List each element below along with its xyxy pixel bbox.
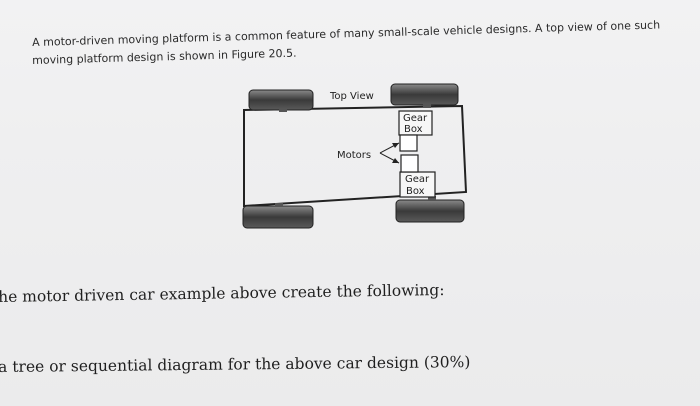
axle-bottom-right — [428, 196, 436, 200]
motor-pointer-arrow-top — [392, 143, 399, 148]
axle-top-left — [279, 108, 287, 112]
figure-title: Top View — [329, 91, 374, 102]
gearbox-bottom-label-1: Gear — [405, 174, 430, 185]
wheel-top-left — [248, 89, 314, 111]
gearbox-top-label-1: Gear — [403, 113, 428, 124]
gearbox-bottom — [399, 171, 436, 198]
motor-pointer-arrow-bottom — [392, 158, 399, 163]
motor-bottom — [400, 154, 419, 173]
chassis-outline — [243, 104, 468, 208]
axle-top-right — [423, 104, 431, 108]
gearbox-bottom-label-2: Box — [406, 186, 425, 197]
motors-label: Motors — [337, 150, 371, 161]
wheel-bottom-right — [395, 199, 465, 223]
gearbox-top-label-2: Box — [404, 124, 423, 135]
wheel-top-right — [390, 83, 459, 106]
axle-bottom-left — [275, 203, 283, 207]
motor-top — [399, 134, 418, 152]
wheel-bottom-left — [242, 205, 314, 229]
